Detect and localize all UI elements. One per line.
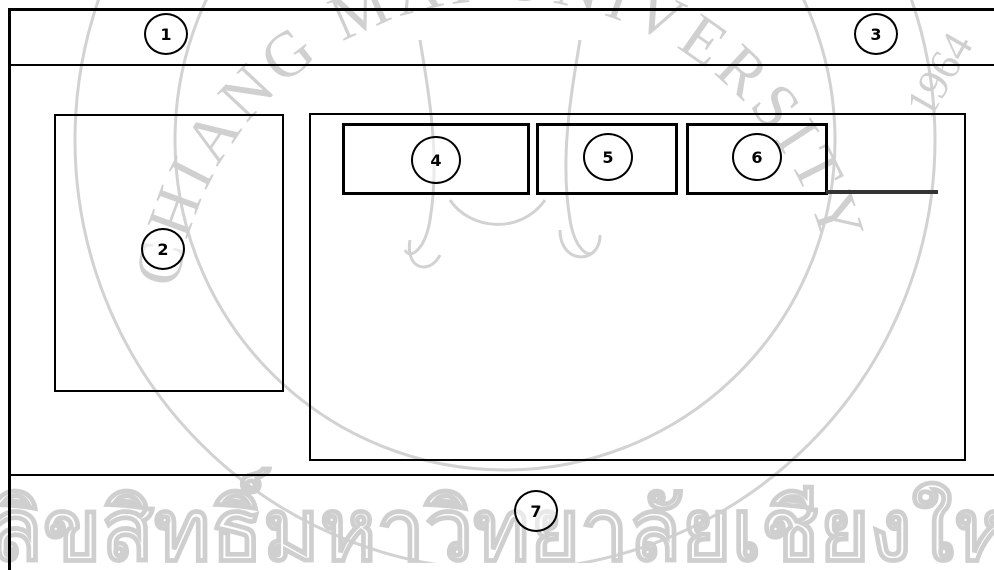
marker-5: 5	[583, 133, 633, 181]
marker-3: 3	[854, 13, 898, 55]
marker-2: 2	[141, 228, 185, 270]
sidebar-panel	[54, 114, 284, 392]
marker-7: 7	[514, 490, 558, 532]
footer-divider	[8, 474, 994, 476]
header-divider	[8, 64, 994, 66]
marker-4: 4	[411, 136, 461, 184]
tab-3[interactable]	[686, 123, 828, 195]
tab-1[interactable]	[342, 123, 530, 195]
tab-2[interactable]	[536, 123, 678, 195]
tab-bar-line	[826, 190, 938, 194]
window-frame	[8, 8, 994, 570]
main-content-panel	[309, 113, 966, 461]
marker-1: 1	[144, 13, 188, 55]
marker-6: 6	[732, 133, 782, 181]
